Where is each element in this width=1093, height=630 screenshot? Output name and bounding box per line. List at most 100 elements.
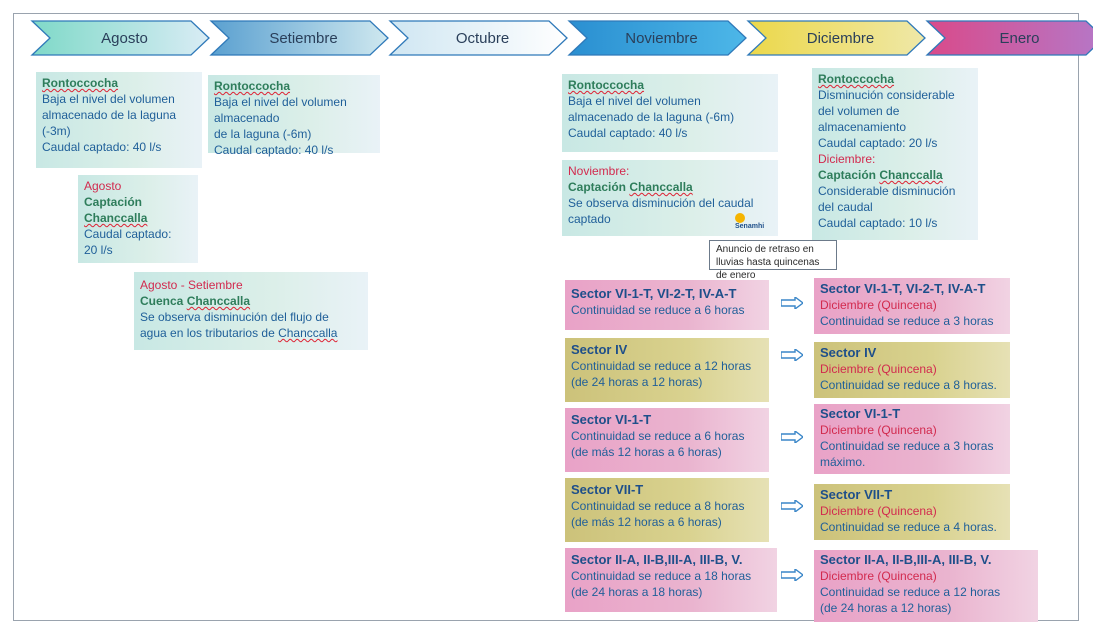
month-chevron [746,20,926,56]
box-title: Rontoccocha [818,72,895,86]
sector-left-5: Sector II-A, II-B,III-A, III-B, V. Conti… [565,548,777,612]
note-line: hasta quincenas de enero [716,257,820,281]
month-chevron [209,20,389,56]
sector-line: Continuidad se reduce a 18 horas [571,569,752,583]
agosto-setiembre-box: Agosto - Setiembre Cuenca Chanccalla Se … [134,272,368,350]
box-line: de la laguna (-6m) [214,127,312,141]
box-line: 20 l/s [84,243,113,257]
setiembre-rontoccocha-box: Rontoccocha Baja el nivel del volumen al… [208,75,380,157]
month-label: Octubre [456,30,509,47]
month-label: Setiembre [269,30,337,47]
sector-title: Sector VI-1-T [820,406,901,421]
sector-subtitle: Diciembre (Quincena) [820,298,937,312]
box-line: Caudal captado: 40 l/s [42,140,162,154]
sector-line: (de 24 horas a 18 horas) [571,585,703,599]
sector-title: Sector II-A, II-B,III-A, III-B, V. [820,552,992,567]
sector-line: Continuidad se reduce a 8 horas [571,499,745,513]
sector-line: Continuidad se reduce a 3 horas [820,439,994,453]
box-line: Considerable disminución [818,184,956,198]
sector-title: Sector IV [820,345,877,360]
diagram-frame [13,13,1079,621]
noviembre-rontoccocha-box: Rontoccocha Baja el nivel del volumen al… [562,74,778,152]
box-line: Chanccalla [629,180,693,194]
month-label: Enero [999,30,1039,47]
box-title: Rontoccocha [568,78,645,92]
sector-line: Continuidad se reduce a 12 horas [571,359,752,373]
box-line: Caudal captado: 40 l/s [568,126,688,140]
sector-right-2: Sector IV Diciembre (Quincena) Continuid… [814,342,1010,398]
sector-right-3: Sector VI-1-T Diciembre (Quincena) Conti… [814,404,1010,474]
sector-subtitle: Diciembre (Quincena) [820,423,937,437]
sector-left-2: Sector IV Continuidad se reduce a 12 hor… [565,338,769,402]
box-line: Baja el nivel del volumen almacenado [214,95,347,125]
right-arrow-icon [781,500,803,512]
right-arrow-icon [781,349,803,361]
sector-right-1: Sector VI-1-T, VI-2-T, IV-A-T Diciembre … [814,278,1010,334]
right-arrow-icon [781,569,803,581]
agosto-rontoccocha-box: Rontoccocha Baja el nivel del volumen al… [36,72,202,168]
sector-line: (de 24 horas a 12 horas) [820,601,952,615]
month-label: Agosto [101,30,148,47]
box-line: almacenamiento [818,120,907,134]
sector-subtitle: Diciembre (Quincena) [820,569,937,583]
box-title: Rontoccocha [42,76,119,90]
sector-line: Continuidad se reduce a 12 horas [820,585,1001,599]
box-line: agua en los tributarios de [140,326,279,340]
noviembre-captacion-box: Noviembre: Captación Chanccalla Se obser… [562,160,778,236]
box-line: captado [568,212,611,226]
box-line: Caudal captado: 10 l/s [818,216,938,230]
box-line: del caudal [818,200,873,214]
sector-title: Sector IV [571,342,628,357]
sector-right-4: Sector VII-T Diciembre (Quincena) Contin… [814,484,1010,540]
sector-line: máximo. [820,455,866,469]
sector-title: Sector VI-1-T, VI-2-T, IV-A-T [820,281,986,296]
box-line: Disminución considerable [818,88,955,102]
box-line: Cuenca [140,294,187,308]
sector-title: Sector VII-T [571,482,644,497]
box-title: Agosto [84,179,122,193]
box-line: Caudal captado: 40 l/s [214,143,334,157]
sector-line: Continuidad se reduce a 6 horas [571,303,745,317]
box-line: Chanccalla [84,211,148,225]
box-line: Captación [84,195,143,209]
box-line: (-3m) [42,124,71,138]
sector-title: Sector VI-1-T, VI-2-T, IV-A-T [571,286,737,301]
box-line: Chanccalla [186,294,251,308]
sector-subtitle: Diciembre (Quincena) [820,504,937,518]
note-line: Anuncio de retraso en lluvias [716,244,814,268]
box-line: Chanccalla [879,168,943,182]
rain-delay-note: Anuncio de retraso en lluvias hasta quin… [709,240,837,281]
sector-line: (de más 12 horas a 6 horas) [571,515,722,529]
sector-line: Continuidad se reduce a 6 horas [571,429,745,443]
sector-line: Continuidad se reduce a 4 horas. [820,520,997,534]
month-label: Diciembre [807,30,875,47]
month-chevron [925,20,1093,56]
box-line: almacenado de la laguna [42,108,177,122]
sector-line: (de 24 horas a 12 horas) [571,375,703,389]
agosto-captacion-box: Agosto Captación Chanccalla Caudal capta… [78,175,198,263]
sector-title: Sector VI-1-T [571,412,652,427]
right-arrow-icon [781,431,803,443]
right-arrow-icon [781,297,803,309]
box-line: Diciembre: [818,152,876,166]
box-line: almacenado de la laguna (-6m) [568,110,735,124]
sector-left-3: Sector VI-1-T Continuidad se reduce a 6 … [565,408,769,472]
month-chevron [30,20,210,56]
box-title: Agosto - Setiembre [140,278,243,292]
month-chevron [388,20,568,56]
sector-line: (de más 12 horas a 6 horas) [571,445,722,459]
enero-rontoccocha-box: Rontoccocha Disminución considerable del… [812,68,978,240]
month-chevron [567,20,747,56]
box-line: Baja el nivel del volumen [42,92,175,106]
sector-line: Continuidad se reduce a 3 horas [820,314,994,328]
sector-left-4: Sector VII-T Continuidad se reduce a 8 h… [565,478,769,542]
sector-left-1: Sector VI-1-T, VI-2-T, IV-A-T Continuida… [565,280,769,330]
box-line: Captación [818,168,880,182]
box-line: Caudal captado: [84,227,172,241]
box-line: Caudal captado: 20 l/s [818,136,938,150]
box-line: del volumen de [818,104,900,118]
box-line: Se observa disminución del caudal [568,196,754,210]
box-line: Chanccalla [278,326,338,340]
box-title: Rontoccocha [214,79,291,93]
